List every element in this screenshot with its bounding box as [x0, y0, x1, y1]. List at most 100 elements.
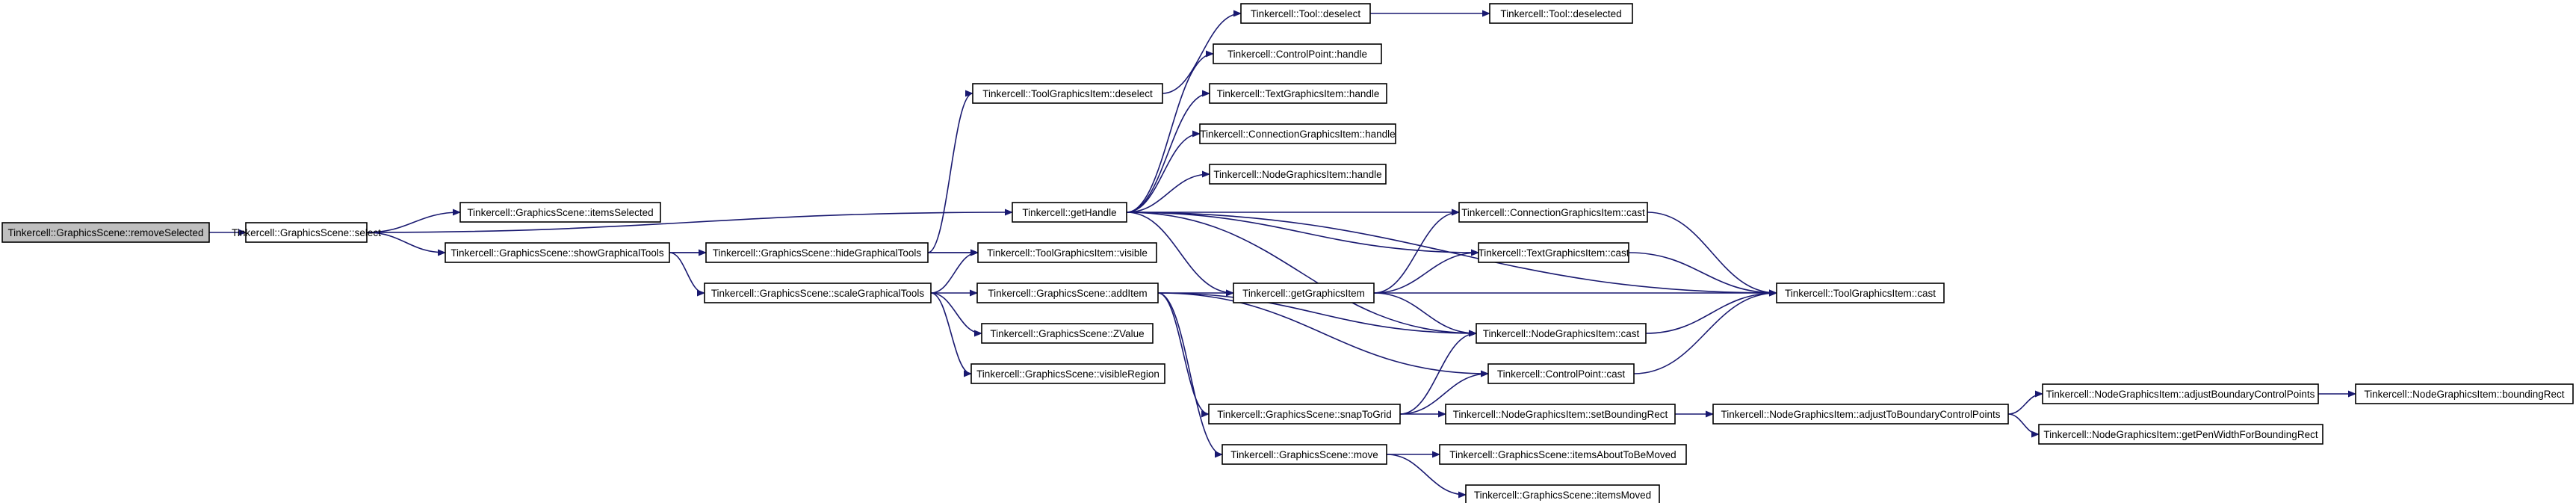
edge-adjustToBoundary-to-penWidth — [2007, 413, 2040, 438]
node-box — [1233, 283, 1375, 303]
edge-adjustToBoundary-to-adjustBoundary — [2007, 390, 2043, 415]
node-conn-cast[interactable]: Tinkercell::ConnectionGraphicsItem::cast — [1458, 202, 1648, 223]
node-cp-handle[interactable]: Tinkercell::ControlPoint::handle — [1213, 43, 1382, 64]
edge-nodeCast-to-toolGiCast — [1645, 289, 1777, 334]
node-label: Tinkercell::GraphicsScene::hideGraphical… — [713, 247, 922, 259]
node-label: Tinkercell::NodeGraphicsItem::setBoundin… — [1453, 409, 1668, 420]
node-box — [705, 242, 929, 263]
node-label: Tinkercell::TextGraphicsItem::handle — [1217, 88, 1380, 99]
node-label: Tinkercell::TextGraphicsItem::cast — [1478, 247, 1629, 259]
node-text-handle[interactable]: Tinkercell::TextGraphicsItem::handle — [1209, 83, 1387, 104]
node-box — [704, 283, 932, 303]
node-label: Tinkercell::GraphicsScene::snapToGrid — [1217, 409, 1392, 420]
node-box — [1478, 242, 1629, 263]
node-cp-cast[interactable]: Tinkercell::ControlPoint::cast — [1487, 363, 1635, 384]
node-box — [1776, 283, 1945, 303]
node-visible-region[interactable]: Tinkercell::GraphicsScene::visibleRegion — [970, 363, 1165, 384]
node-box — [1209, 164, 1387, 185]
node-text-cast[interactable]: Tinkercell::TextGraphicsItem::cast — [1478, 242, 1629, 263]
edge-getHandle-to-textHandle — [1126, 90, 1210, 213]
node-box — [1222, 444, 1387, 465]
node-select[interactable]: Tinkercell::GraphicsScene::select — [232, 222, 381, 243]
node-box — [2038, 424, 2323, 445]
node-label: Tinkercell::GraphicsScene::itemsAboutToB… — [1449, 449, 1676, 460]
node-label: Tinkercell::GraphicsScene::showGraphical… — [451, 247, 664, 259]
edge-getHandle-to-nodeCast — [1126, 212, 1477, 337]
node-box — [1489, 3, 1633, 24]
node-adjust-boundary[interactable]: Tinkercell::NodeGraphicsItem::adjustBoun… — [2042, 383, 2319, 404]
edge-textCast-to-toolGiCast — [1628, 252, 1777, 297]
node-items-selected[interactable]: Tinkercell::GraphicsScene::itemsSelected — [459, 202, 661, 223]
node-box — [1, 222, 210, 243]
node-box — [972, 83, 1163, 104]
edge-connCast-to-toolGiCast — [1647, 212, 1777, 297]
edge-addItem-to-nodeCast — [1157, 292, 1477, 337]
node-scale-graphical-tools[interactable]: Tinkercell::GraphicsScene::scaleGraphica… — [704, 283, 932, 303]
node-add-item[interactable]: Tinkercell::GraphicsScene::addItem — [976, 283, 1159, 303]
node-bounding-rect[interactable]: Tinkercell::NodeGraphicsItem::boundingRe… — [2355, 383, 2574, 404]
node-label: Tinkercell::ConnectionGraphicsItem::hand… — [1200, 129, 1395, 140]
node-box — [445, 242, 670, 263]
edge-addItem-to-snapToGrid — [1157, 292, 1210, 418]
node-box — [2042, 383, 2319, 404]
node-box — [1439, 444, 1687, 465]
node-label: Tinkercell::GraphicsScene::move — [1230, 449, 1378, 460]
node-conn-handle[interactable]: Tinkercell::ConnectionGraphicsItem::hand… — [1199, 123, 1396, 144]
edge-scaleGraphicalTools-to-tgiVisible — [930, 249, 979, 294]
node-remove-selected[interactable]: Tinkercell::GraphicsScene::removeSelecte… — [1, 222, 210, 243]
node-box — [1012, 202, 1127, 223]
node-tool-deselected[interactable]: Tinkercell::Tool::deselected — [1489, 3, 1633, 24]
node-label: Tinkercell::NodeGraphicsItem::handle — [1213, 169, 1381, 180]
node-label: Tinkercell::GraphicsScene::visibleRegion — [976, 368, 1159, 380]
node-box — [1445, 404, 1676, 425]
node-label: Tinkercell::getHandle — [1022, 207, 1116, 218]
edge-select-to-getHandle — [366, 209, 1013, 233]
node-node-handle[interactable]: Tinkercell::NodeGraphicsItem::handle — [1209, 164, 1387, 185]
node-hide-graphical-tools[interactable]: Tinkercell::GraphicsScene::hideGraphical… — [705, 242, 929, 263]
node-show-graphical-tools[interactable]: Tinkercell::GraphicsScene::showGraphical… — [445, 242, 670, 263]
node-label: Tinkercell::GraphicsScene::itemsSelected — [467, 207, 653, 218]
node-get-handle[interactable]: Tinkercell::getHandle — [1012, 202, 1127, 223]
node-items-moved[interactable]: Tinkercell::GraphicsScene::itemsMoved — [1465, 484, 1660, 503]
node-items-about-to-be-moved[interactable]: Tinkercell::GraphicsScene::itemsAboutToB… — [1439, 444, 1687, 465]
node-box — [1208, 404, 1401, 425]
node-move[interactable]: Tinkercell::GraphicsScene::move — [1222, 444, 1387, 465]
node-z-value[interactable]: Tinkercell::GraphicsScene::ZValue — [981, 323, 1154, 344]
node-label: Tinkercell::Tool::deselected — [1500, 8, 1621, 19]
node-set-bounding-rect[interactable]: Tinkercell::NodeGraphicsItem::setBoundin… — [1445, 404, 1676, 425]
node-box — [1487, 363, 1635, 384]
node-tool-gi-cast[interactable]: Tinkercell::ToolGraphicsItem::cast — [1776, 283, 1945, 303]
node-label: Tinkercell::GraphicsScene::itemsMoved — [1474, 490, 1651, 501]
node-tool-deselect[interactable]: Tinkercell::Tool::deselect — [1240, 3, 1371, 24]
node-tgi-deselect[interactable]: Tinkercell::ToolGraphicsItem::deselect — [972, 83, 1163, 104]
edge-showGraphicalTools-to-scaleGraphicalTools — [669, 252, 705, 297]
edge-getHandle-to-toolGiCast — [1126, 212, 1777, 297]
node-label: Tinkercell::NodeGraphicsItem::cast — [1483, 328, 1640, 339]
node-get-graphics-item[interactable]: Tinkercell::getGraphicsItem — [1233, 283, 1375, 303]
node-adjust-to-boundary[interactable]: Tinkercell::NodeGraphicsItem::adjustToBo… — [1712, 404, 2009, 425]
node-box — [1213, 43, 1382, 64]
node-tgi-visible[interactable]: Tinkercell::ToolGraphicsItem::visible — [977, 242, 1157, 263]
node-box — [1465, 484, 1660, 503]
node-box — [1209, 83, 1387, 104]
node-box — [981, 323, 1154, 344]
node-box — [1199, 123, 1396, 144]
edge-getHandle-to-getGraphicsItem — [1126, 212, 1234, 297]
edge-getHandle-to-cpHandle — [1126, 50, 1214, 213]
node-box — [2355, 383, 2574, 404]
node-label: Tinkercell::ToolGraphicsItem::cast — [1785, 288, 1936, 299]
node-pen-width[interactable]: Tinkercell::NodeGraphicsItem::getPenWidt… — [2038, 424, 2323, 445]
node-box — [459, 202, 661, 223]
edge-scaleGraphicalTools-to-visibleRegion — [930, 292, 972, 377]
node-node-cast[interactable]: Tinkercell::NodeGraphicsItem::cast — [1476, 323, 1647, 344]
node-label: Tinkercell::GraphicsScene::ZValue — [990, 328, 1144, 339]
node-label: Tinkercell::ToolGraphicsItem::visible — [987, 247, 1148, 259]
node-label: Tinkercell::ControlPoint::cast — [1497, 368, 1626, 380]
node-snap-to-grid[interactable]: Tinkercell::GraphicsScene::snapToGrid — [1208, 404, 1401, 425]
node-label: Tinkercell::GraphicsScene::select — [232, 227, 381, 238]
edge-getGraphicsItem-to-connCast — [1373, 209, 1460, 294]
edge-addItem-to-move — [1157, 292, 1223, 458]
edge-getGraphicsItem-to-nodeCast — [1373, 292, 1477, 337]
edge-tgiDeselect-to-toolDeselect — [1162, 10, 1242, 94]
